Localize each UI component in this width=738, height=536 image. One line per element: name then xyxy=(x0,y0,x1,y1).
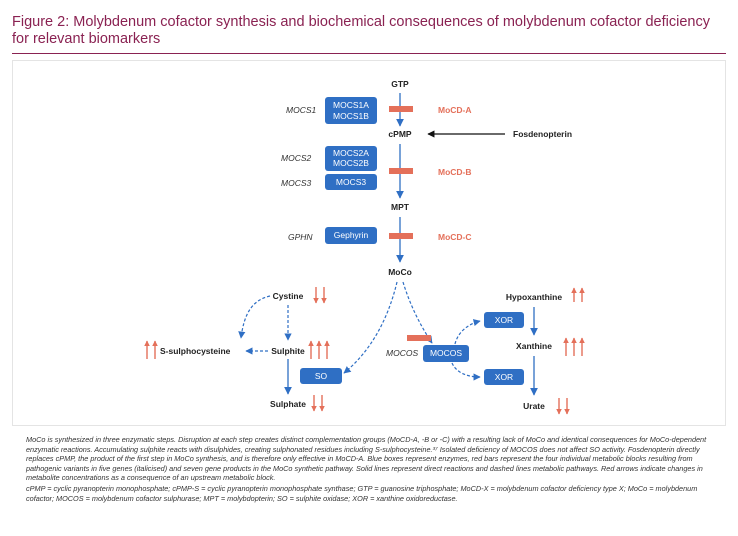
mocd-c-label: MoCD-C xyxy=(438,232,472,242)
dashed-mocos-to-xor1 xyxy=(454,319,481,345)
metabolite-gtp: GTP xyxy=(391,79,409,89)
gene-mocs2: MOCS2 xyxy=(281,153,312,163)
metabolite-fosdenopterin: Fosdenopterin xyxy=(513,129,572,139)
metabolite-sulphite: Sulphite xyxy=(271,346,305,356)
block-bar-mocos xyxy=(407,335,431,341)
enzyme-so-box xyxy=(300,368,342,384)
metabolite-mpt: MPT xyxy=(391,202,410,212)
enzyme-xor-box-1 xyxy=(484,312,524,328)
dashed-cystine-ssc xyxy=(238,295,271,339)
metabolite-s-sulphocysteine: S-sulphocysteine xyxy=(160,346,231,356)
caption-description: MoCo is synthesized in three enzymatic s… xyxy=(26,435,707,483)
enzyme-mocs2-box xyxy=(325,146,377,171)
enzyme-mocs3-box xyxy=(325,174,377,190)
metabolite-cpmp: cPMP xyxy=(388,129,411,139)
metabolite-sulphate: Sulphate xyxy=(270,399,306,409)
mocd-a-label: MoCD-A xyxy=(438,105,472,115)
metabolite-moco: MoCo xyxy=(388,267,412,277)
enzyme-xor-2: XOR xyxy=(495,372,513,382)
gene-gphn: GPHN xyxy=(288,232,313,242)
caption-abbreviations: cPMP = cyclic pyranopterin monophosphate… xyxy=(26,483,698,503)
metabolite-cystine: Cystine xyxy=(273,291,304,301)
block-bar-mocd-c xyxy=(389,233,413,239)
dashed-mocos-to-xor2 xyxy=(451,362,481,381)
dashed-moco-to-so xyxy=(343,281,398,374)
enzyme-xor-1: XOR xyxy=(495,315,513,325)
enzyme-gephyrin-box xyxy=(325,227,377,244)
metabolite-xanthine: Xanthine xyxy=(516,341,552,351)
enzyme-so: SO xyxy=(315,371,328,381)
enzyme-mocos-box xyxy=(423,345,469,362)
enzyme-gephyrin: Gephyrin xyxy=(334,230,369,240)
metabolite-urate: Urate xyxy=(523,401,545,411)
title-rule xyxy=(12,53,726,54)
mocd-b-label: MoCD-B xyxy=(438,167,472,177)
enzyme-mocs2b: MOCS2B xyxy=(333,158,369,168)
enzyme-mocs2a: MOCS2A xyxy=(333,148,369,158)
block-bar-mocd-a xyxy=(389,106,413,112)
gene-mocs3: MOCS3 xyxy=(281,178,312,188)
enzyme-mocos: MOCOS xyxy=(430,348,462,358)
block-bar-mocd-b xyxy=(389,168,413,174)
figure-title: Figure 2: Molybdenum cofactor synthesis … xyxy=(12,14,710,47)
enzyme-mocs1-box xyxy=(325,97,377,124)
enzyme-mocs3: MOCS3 xyxy=(336,177,367,187)
gene-mocs1: MOCS1 xyxy=(286,105,317,115)
gene-mocos: MOCOS xyxy=(386,348,418,358)
figure-caption: MoCo is synthesized in three enzymatic s… xyxy=(26,435,726,504)
enzyme-mocs1b: MOCS1B xyxy=(333,111,369,121)
metabolite-hypoxanthine: Hypoxanthine xyxy=(506,292,562,302)
dashed-moco-to-mocos xyxy=(402,281,433,344)
enzyme-mocs1a: MOCS1A xyxy=(333,100,369,110)
enzyme-xor-box-2 xyxy=(484,369,524,385)
